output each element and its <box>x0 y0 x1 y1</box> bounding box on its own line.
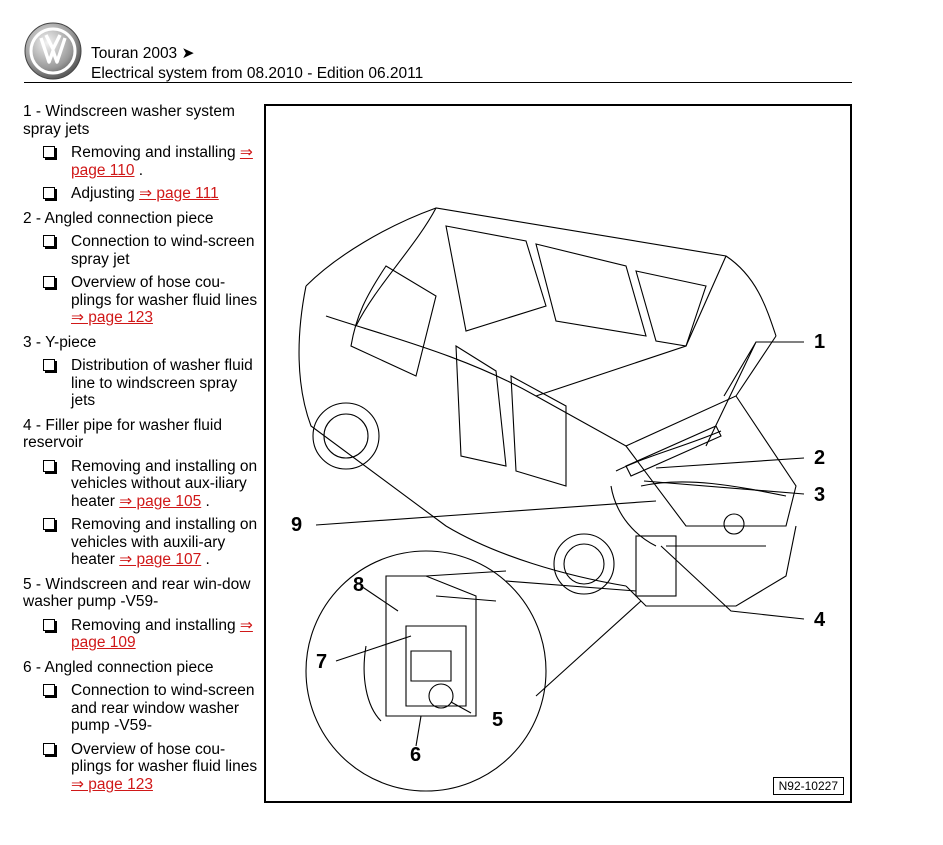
sub-item-text: Connection to wind-screen and rear windo… <box>71 682 255 734</box>
sub-item: Adjusting ⇒ page 111 <box>23 185 263 203</box>
sub-item-tail: . <box>201 492 210 510</box>
vw-logo <box>24 22 82 80</box>
callout-5: 5 <box>492 709 504 731</box>
page-reference-link[interactable]: ⇒ page 110 <box>71 144 253 179</box>
model-title: Touran 2003 <box>91 45 178 62</box>
sub-item: Removing and installing on vehicles with… <box>23 458 263 511</box>
sub-item: Overview of hose cou-plings for washer f… <box>23 741 263 794</box>
diagram-figure: 1 2 3 4 5 6 7 8 9 N92-10227 <box>264 104 852 803</box>
page-reference-link[interactable]: ⇒ page 123 <box>71 775 153 793</box>
car-diagram <box>298 207 805 792</box>
callout-2: 2 <box>814 447 826 469</box>
checkbox-bullet-icon <box>43 146 55 158</box>
callout-1: 1 <box>814 331 826 353</box>
page-reference-link[interactable]: ⇒ page 111 <box>139 185 219 202</box>
sub-item-text: Overview of hose cou-plings for washer f… <box>71 740 258 776</box>
sub-item: Removing and installing on vehicles with… <box>23 516 263 569</box>
item-title: 3 - Y-piece <box>23 333 97 351</box>
checkbox-bullet-icon <box>43 276 55 288</box>
item-title: 4 - Filler pipe for washer fluid reservo… <box>23 416 222 452</box>
sub-item-text: Connection to wind-screen spray jet <box>71 233 255 268</box>
callout-3: 3 <box>814 484 826 506</box>
item-title: 6 - Angled connection piece <box>23 658 214 676</box>
model-line: Touran 2003 ➤ <box>91 44 423 64</box>
sub-item: Connection to wind-screen and rear windo… <box>23 682 263 735</box>
sub-item-text: Distribution of washer fluid line to win… <box>71 357 253 409</box>
item-title: 2 - Angled connection piece <box>23 209 214 227</box>
sub-item: Overview of hose cou-plings for washer f… <box>23 274 263 327</box>
checkbox-bullet-icon <box>43 618 55 631</box>
header-divider <box>24 82 852 83</box>
edition-subtitle: Electrical system from 08.2010 - Edition… <box>91 65 424 82</box>
sub-item: Connection to wind-screen spray jet <box>23 233 263 268</box>
page-reference-link[interactable]: ⇒ page 105 <box>119 492 202 510</box>
sub-item: Distribution of washer fluid line to win… <box>23 357 263 410</box>
callout-6: 6 <box>410 744 422 766</box>
sub-item-tail: . <box>134 161 144 179</box>
figure-reference: N92-10227 <box>772 777 844 795</box>
sub-item-text: Removing and installing <box>71 616 236 634</box>
sub-item-text: Adjusting <box>71 185 135 202</box>
page-header: Touran 2003 ➤ Electrical system from 08.… <box>91 44 423 84</box>
page-reference-link[interactable]: ⇒ page 123 <box>71 309 153 326</box>
checkbox-bullet-icon <box>43 187 55 199</box>
sub-item-text: Overview of hose cou-plings for washer f… <box>71 274 258 309</box>
list-item: 4 - Filler pipe for washer fluid reservo… <box>23 417 263 569</box>
callout-9: 9 <box>291 514 303 536</box>
sub-item-tail: . <box>201 551 210 568</box>
sub-item: Removing and installing ⇒ page 110 . <box>23 144 263 179</box>
item-title: 5 - Windscreen and rear win-dow washer p… <box>23 575 251 611</box>
sub-item-text: Removing and installing <box>71 144 236 161</box>
list-item: 5 - Windscreen and rear win-dow washer p… <box>23 576 263 652</box>
car-outline <box>298 207 797 792</box>
checkbox-bullet-icon <box>43 742 55 755</box>
sub-item: Removing and installing ⇒ page 109 <box>23 617 263 652</box>
checkbox-bullet-icon <box>43 518 55 530</box>
leader-lines <box>315 341 805 747</box>
sub-item-text: Removing and installing on vehicles with… <box>71 457 258 510</box>
arrow-icon: ➤ <box>181 45 195 62</box>
callout-7: 7 <box>316 651 328 673</box>
page-reference-link[interactable]: ⇒ page 107 <box>119 551 202 568</box>
page-reference-link[interactable]: ⇒ page 109 <box>71 616 253 652</box>
checkbox-bullet-icon <box>43 459 55 472</box>
callout-8: 8 <box>353 574 365 596</box>
callout-4: 4 <box>814 609 826 631</box>
checkbox-bullet-icon <box>43 359 55 371</box>
item-title: 1 - Windscreen washer system spray jets <box>23 103 235 138</box>
checkbox-bullet-icon <box>43 684 55 696</box>
sub-item-text: Removing and installing on vehicles with… <box>71 516 258 568</box>
checkbox-bullet-icon <box>43 235 55 247</box>
